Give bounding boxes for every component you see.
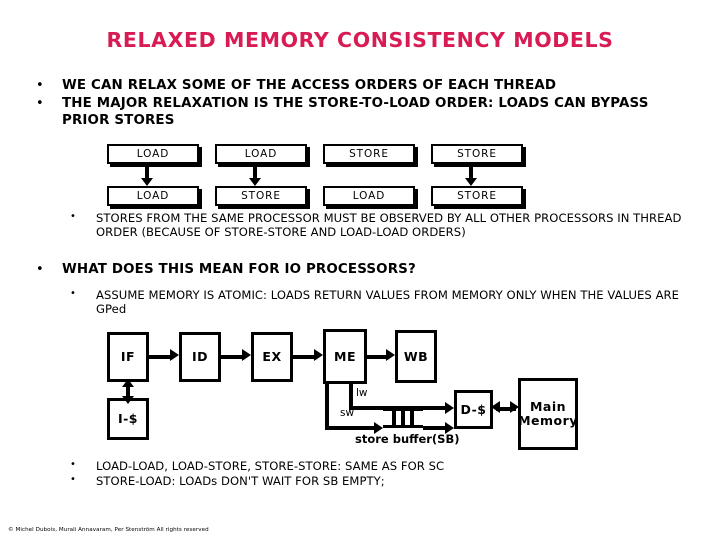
access-order-pairs-diagram: LOAD LOAD LOAD STORE STORE LOAD STORE ST… bbox=[0, 144, 720, 212]
bullet-item-5: • ASSUME MEMORY IS ATOMIC: LOADS RETURN … bbox=[66, 288, 710, 316]
pipeline-stage-if: IF bbox=[107, 332, 149, 382]
order-pair-box-top: LOAD bbox=[215, 144, 307, 164]
store-buffer-divider bbox=[401, 411, 405, 425]
copyright-footer: © Michel Dubois, Murali Annavaram, Per S… bbox=[8, 527, 209, 533]
edge-me-sw-vertical bbox=[325, 384, 329, 426]
edge-label-lw: lw bbox=[356, 387, 368, 399]
bullet-text-1: WE CAN RELAX SOME OF THE ACCESS ORDERS O… bbox=[62, 78, 557, 93]
store-buffer-edge-bottom bbox=[383, 425, 423, 428]
store-buffer-divider bbox=[392, 411, 396, 425]
bullet-marker-6: • bbox=[70, 459, 76, 470]
arrow-right-icon bbox=[445, 402, 454, 414]
bullet-marker-5: • bbox=[70, 288, 76, 299]
edge-id-ex bbox=[221, 355, 242, 359]
store-buffer-edge-top bbox=[383, 408, 423, 411]
bullet-item-3: • STORES FROM THE SAME PROCESSOR MUST BE… bbox=[66, 211, 710, 239]
pipeline-stage-wb: WB bbox=[395, 330, 437, 383]
order-pair-store-store: STORE STORE bbox=[431, 144, 527, 212]
order-pair-box-bottom: LOAD bbox=[323, 186, 415, 206]
arrow-right-icon bbox=[170, 349, 179, 361]
order-pair-store-load: STORE LOAD bbox=[323, 144, 419, 212]
arrow-right-icon bbox=[386, 349, 395, 361]
order-pair-box-top: STORE bbox=[431, 144, 523, 164]
main-memory-box: Main Memory bbox=[518, 378, 578, 450]
edge-sb-to-dcache bbox=[423, 426, 446, 430]
bullet-marker-2: • bbox=[36, 96, 44, 111]
pipeline-stage-ex: EX bbox=[251, 332, 293, 382]
order-pair-box-bottom: STORE bbox=[431, 186, 523, 206]
order-pair-box-bottom: STORE bbox=[215, 186, 307, 206]
bullet-text-5: ASSUME MEMORY IS ATOMIC: LOADS RETURN VA… bbox=[96, 288, 680, 317]
arrow-right-icon bbox=[510, 401, 519, 413]
bullet-text-7: STORE-LOAD: LOADs DON'T WAIT FOR SB EMPT… bbox=[96, 474, 385, 488]
instruction-cache-box: I-$ bbox=[107, 398, 149, 440]
pipeline-stage-id: ID bbox=[179, 332, 221, 382]
data-cache-box: D-$ bbox=[454, 390, 493, 429]
main-memory-line2: Memory bbox=[518, 413, 578, 428]
order-pair-box-top: LOAD bbox=[107, 144, 199, 164]
edge-if-id bbox=[149, 355, 170, 359]
arrow-right-icon bbox=[374, 422, 383, 434]
bullet-text-4: WHAT DOES THIS MEAN FOR IO PROCESSORS? bbox=[62, 262, 416, 277]
bullet-text-3: STORES FROM THE SAME PROCESSOR MUST BE O… bbox=[96, 211, 682, 240]
bullet-marker-3: • bbox=[70, 211, 76, 222]
bullet-item-6: • LOAD-LOAD, LOAD-STORE, STORE-STORE: SA… bbox=[66, 459, 710, 473]
bullet-marker-1: • bbox=[36, 78, 44, 93]
bullet-text-6: LOAD-LOAD, LOAD-STORE, STORE-STORE: SAME… bbox=[96, 459, 445, 473]
order-pair-load-load: LOAD LOAD bbox=[107, 144, 203, 212]
bullet-item-1: • WE CAN RELAX SOME OF THE ACCESS ORDERS… bbox=[36, 78, 700, 95]
order-pair-box-top: STORE bbox=[323, 144, 415, 164]
bullet-marker-4: • bbox=[36, 262, 44, 277]
store-buffer-caption: store buffer(SB) bbox=[355, 432, 460, 446]
arrow-left-icon bbox=[491, 401, 500, 413]
pipeline-stage-me: ME bbox=[323, 329, 367, 384]
edge-dcache-memory bbox=[496, 407, 516, 411]
bullet-text-2: THE MAJOR RELAXATION IS THE STORE-TO-LOA… bbox=[62, 96, 649, 128]
store-buffer-divider bbox=[410, 411, 414, 425]
edge-ex-me bbox=[293, 355, 314, 359]
order-arrow-down-icon bbox=[249, 166, 261, 186]
arrow-down-icon bbox=[122, 396, 134, 404]
bullet-marker-7: • bbox=[70, 474, 76, 485]
arrow-right-icon bbox=[314, 349, 323, 361]
arrow-up-icon bbox=[122, 379, 134, 387]
arrow-right-icon bbox=[242, 349, 251, 361]
edge-sw-to-sb bbox=[325, 426, 377, 430]
arrow-right-icon bbox=[445, 422, 454, 434]
order-arrow-down-icon bbox=[465, 166, 477, 186]
pipeline-diagram: IF ID EX ME WB I-$ D-$ Main Memory lw sw bbox=[0, 325, 720, 457]
edge-me-wb bbox=[367, 355, 386, 359]
store-buffer-glyph bbox=[383, 408, 423, 428]
page-title: RELAXED MEMORY CONSISTENCY MODELS bbox=[106, 28, 614, 52]
bullet-item-4: • WHAT DOES THIS MEAN FOR IO PROCESSORS? bbox=[36, 262, 700, 279]
edge-label-sw: sw bbox=[340, 407, 355, 419]
bullet-item-7: • STORE-LOAD: LOADs DON'T WAIT FOR SB EM… bbox=[66, 474, 710, 488]
order-pair-box-bottom: LOAD bbox=[107, 186, 199, 206]
order-pair-load-store: LOAD STORE bbox=[215, 144, 311, 212]
bullet-item-2: • THE MAJOR RELAXATION IS THE STORE-TO-L… bbox=[36, 96, 700, 130]
edge-if-icache bbox=[126, 385, 130, 398]
main-memory-line1: Main bbox=[529, 399, 567, 414]
edge-me-lw-vertical bbox=[349, 384, 353, 406]
order-arrow-down-icon bbox=[141, 166, 153, 186]
